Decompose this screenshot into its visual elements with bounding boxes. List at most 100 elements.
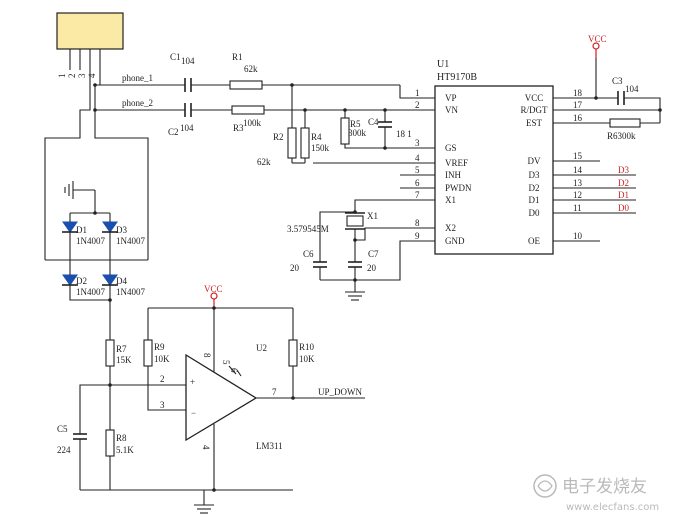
svg-text:+: + — [190, 377, 195, 387]
data-output-label: D1 — [618, 190, 629, 200]
vcc-u2: VCC — [148, 284, 293, 310]
svg-text:R7: R7 — [116, 344, 127, 354]
d1-part: 1N4007 — [76, 236, 105, 246]
data-output-label: D0 — [618, 203, 629, 213]
d4-ref: D4 — [116, 276, 127, 286]
up-down-label: UP_DOWN — [318, 387, 362, 397]
d3-ref: D3 — [116, 225, 127, 235]
svg-text:R8: R8 — [116, 433, 127, 443]
svg-text:电子发烧友: 电子发烧友 — [562, 477, 647, 497]
vcc-u1: VCC — [588, 34, 607, 100]
u1-pin-name: INH — [445, 170, 461, 180]
capacitor-c5: C5 224 — [57, 384, 110, 490]
conn-pin-3: 3 — [77, 73, 87, 78]
svg-text:104: 104 — [625, 84, 639, 94]
u1-pin-num: 10 — [573, 231, 583, 241]
connector-wiring — [44, 70, 185, 232]
svg-text:7: 7 — [272, 387, 277, 397]
u1-pin-num: 18 — [573, 88, 583, 98]
svg-text:C4: C4 — [368, 117, 379, 127]
u1-pin-num: 2 — [415, 100, 420, 110]
svg-text:R9: R9 — [154, 342, 165, 352]
u1-pin-name: D2 — [529, 183, 540, 193]
u1-pin-name: OE — [528, 236, 540, 246]
capacitor-c1: C1 104 — [170, 52, 230, 92]
resistor-r6: R6300k — [553, 118, 660, 141]
u1-pin-name: VCC — [525, 93, 544, 103]
u1-pin-num: 6 — [415, 178, 420, 188]
svg-text:R10: R10 — [299, 342, 315, 352]
conn-pin-2: 2 — [67, 74, 77, 79]
svg-text:104: 104 — [180, 123, 194, 133]
d3-part: 1N4007 — [116, 236, 145, 246]
phone2-label: phone_2 — [122, 98, 153, 108]
u1-pin-name: X1 — [445, 195, 456, 205]
capacitor-c2: C2 104 — [168, 103, 232, 137]
resistor-r2: R2 62k — [257, 83, 297, 167]
svg-text:10K: 10K — [299, 354, 315, 364]
ic-u1-ht9170b: U1 HT9170B — [434, 59, 554, 255]
u1-pin-num: 4 — [415, 153, 420, 163]
u1-pin-num: 14 — [573, 165, 583, 175]
u1-pin-num: 7 — [415, 190, 420, 200]
svg-text:LM311: LM311 — [256, 441, 283, 451]
svg-text:R3: R3 — [233, 123, 244, 133]
data-output-label: D3 — [618, 165, 629, 175]
u1-pin-num: 15 — [573, 151, 583, 161]
svg-text:8: 8 — [202, 353, 212, 358]
svg-text:62k: 62k — [244, 64, 258, 74]
u1-pin-name: D3 — [529, 170, 540, 180]
svg-text:U2: U2 — [256, 343, 267, 353]
svg-text:www.elecfans.com: www.elecfans.com — [566, 502, 659, 513]
resistor-r4: R4 150k — [292, 108, 330, 164]
resistor-r1: R1 62k — [229, 52, 400, 90]
svg-text:VCC: VCC — [204, 284, 223, 294]
resistor-r3: R3 100k — [231, 105, 400, 133]
u1-pin-name: EST — [526, 118, 543, 128]
svg-text:20: 20 — [290, 263, 300, 273]
resistor-r7: R7 15K — [105, 300, 132, 430]
phone-connector: 1 2 3 4 — [56, 12, 124, 79]
svg-text:5.1K: 5.1K — [116, 445, 134, 455]
u1-pin-name: X2 — [445, 223, 456, 233]
u1-pin-name: D0 — [529, 208, 540, 218]
resistor-r9: R9 10K — [143, 308, 186, 411]
svg-text:R2: R2 — [273, 132, 284, 142]
svg-text:R5: R5 — [350, 119, 361, 129]
svg-text:3: 3 — [160, 400, 165, 410]
u1-pin-name: D1 — [529, 195, 540, 205]
u1-pin-num: 9 — [415, 231, 420, 241]
u1-pin-name: DV — [528, 156, 541, 166]
d2-ref: D2 — [76, 276, 87, 286]
u1-pin-num: 13 — [573, 178, 583, 188]
u1-pin-num: 1 — [415, 88, 420, 98]
u1-right-pins: 18VCC17R/DGT16EST15DV14D313D212D111D010O… — [521, 88, 600, 246]
d1-ref: D1 — [76, 225, 87, 235]
ground-u1 — [320, 240, 435, 301]
svg-text:R4: R4 — [311, 132, 322, 142]
u1-pin-name: VREF — [445, 158, 468, 168]
u1-pin-num: 8 — [415, 218, 420, 228]
svg-text:300k: 300k — [348, 128, 367, 138]
u1-pin-name: R/DGT — [521, 105, 549, 115]
u1-pin-num: 12 — [573, 190, 582, 200]
svg-text:−: − — [191, 408, 196, 418]
svg-text:VCC: VCC — [588, 34, 607, 44]
capacitor-c3: C3 104 — [596, 76, 662, 123]
crystal-x1: X1 3.579545M — [287, 199, 435, 241]
capacitor-c7: C7 20 — [348, 238, 379, 280]
svg-text:15K: 15K — [116, 355, 132, 365]
watermark-logo: 电子发烧友 www.elecfans.com — [533, 474, 659, 513]
svg-text:C5: C5 — [57, 424, 68, 434]
u1-pin-name: VP — [445, 93, 457, 103]
u1-pin-name: PWDN — [445, 183, 472, 193]
capacitor-c4: C4 18 1 — [368, 108, 412, 150]
svg-text:C6: C6 — [303, 249, 314, 259]
phone1-label: phone_1 — [122, 73, 153, 83]
svg-text:18 1: 18 1 — [396, 129, 412, 139]
resistor-r8: R8 5.1K — [105, 429, 134, 490]
diode-bridge — [44, 181, 149, 302]
d2-part: 1N4007 — [76, 287, 105, 297]
